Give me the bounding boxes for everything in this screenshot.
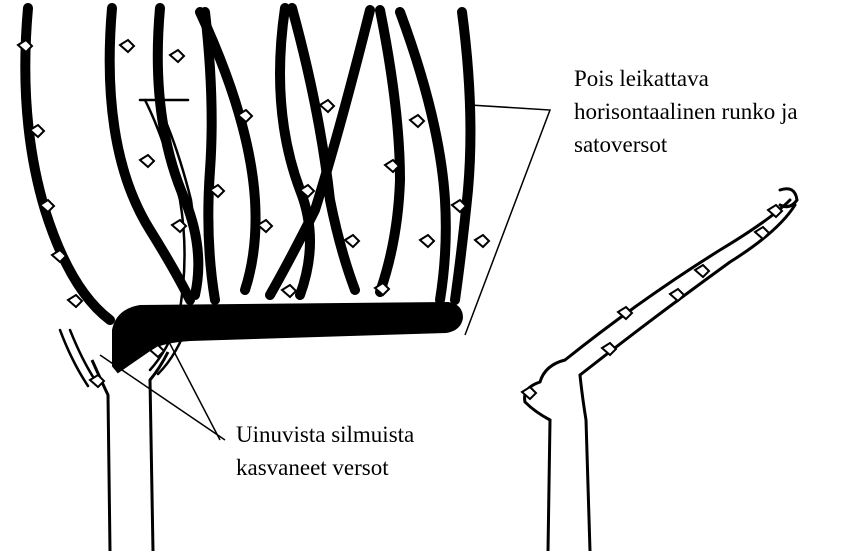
label-dormant-shoots-line-2: kasvaneet versot bbox=[236, 451, 414, 484]
fruiting-canes bbox=[25, 8, 470, 320]
label-dormant-shoots-line-1: Uinuvista silmuista bbox=[236, 418, 414, 451]
label-cut-cordon-line-3: satoversot bbox=[574, 128, 798, 161]
label-dormant-shoots: Uinuvista silmuista kasvaneet versot bbox=[236, 418, 414, 484]
label-cut-cordon-line-2: horisontaalinen runko ja bbox=[574, 95, 798, 128]
label-cut-cordon: Pois leikattava horisontaalinen runko ja… bbox=[574, 62, 798, 161]
label-cut-cordon-line-1: Pois leikattava bbox=[574, 62, 798, 95]
horizontal-cordon bbox=[113, 303, 462, 372]
right-plant bbox=[525, 189, 797, 551]
